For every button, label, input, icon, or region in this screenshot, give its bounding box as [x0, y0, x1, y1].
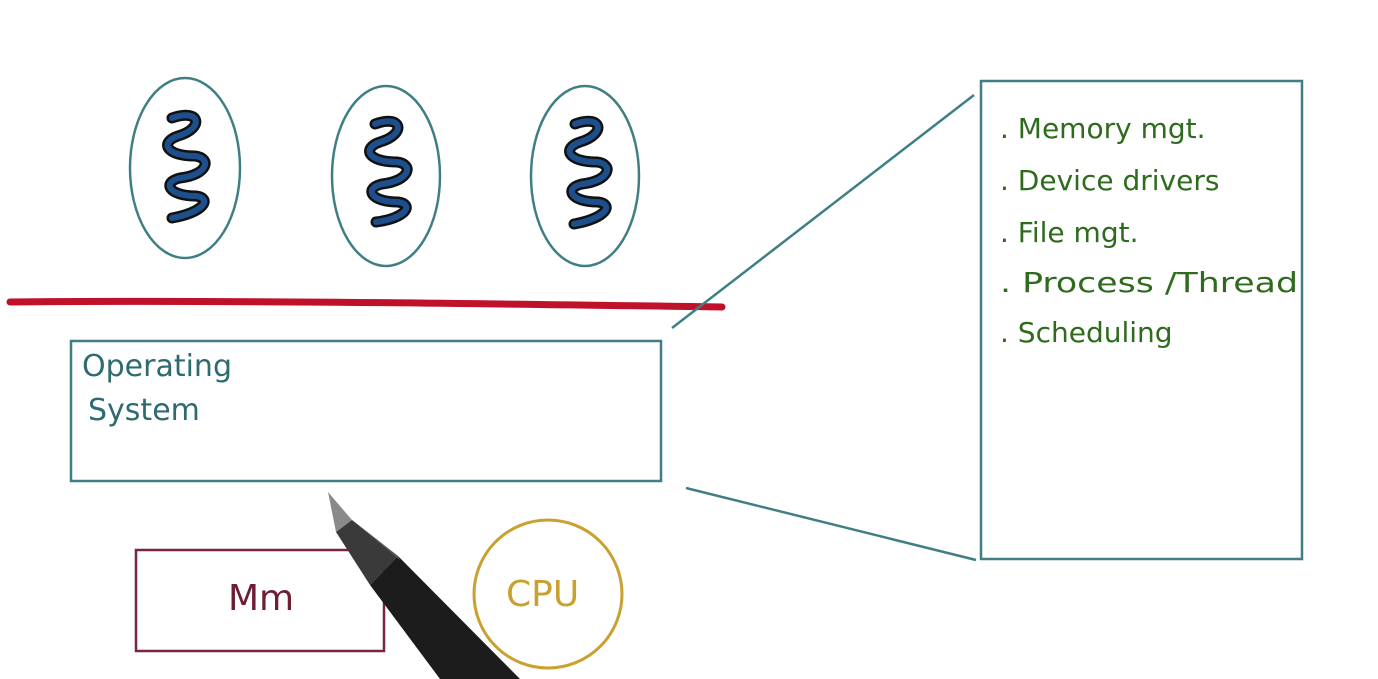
service-item-device-drivers: . Device drivers [1000, 164, 1219, 197]
os-label-line2: System [88, 393, 200, 428]
os-services-box: . Memory mgt. . Device drivers . File mg… [979, 79, 1304, 561]
cpu-label: CPU [506, 574, 579, 615]
operating-system-box: Operating System [69, 339, 663, 483]
user-kernel-boundary-line [6, 297, 726, 311]
thread-group-1 [128, 76, 242, 260]
memory-box: Mm [134, 548, 386, 653]
os-label-line1: Operating [82, 349, 232, 384]
thread-group-2 [330, 84, 442, 268]
zoom-line-top [671, 94, 975, 329]
thread-ellipse-2 [330, 84, 442, 268]
thread-ellipse-1 [128, 76, 242, 260]
memory-label: Mm [228, 578, 294, 619]
cpu-circle: CPU [472, 518, 624, 670]
zoom-line-bottom [685, 486, 977, 562]
service-item-process-thread: . Process /Thread [1000, 266, 1298, 299]
service-item-scheduling: . Scheduling [1000, 316, 1173, 349]
thread-group-3 [529, 84, 641, 268]
pen-icon [328, 492, 520, 679]
service-item-file: . File mgt. [1000, 216, 1138, 249]
service-item-memory: . Memory mgt. [1000, 112, 1206, 145]
thread-ellipse-3 [529, 84, 641, 268]
